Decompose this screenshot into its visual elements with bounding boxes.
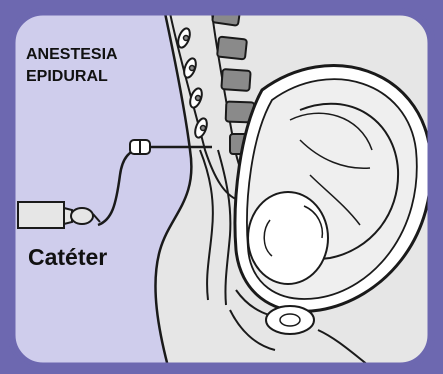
catheter-port [18, 202, 100, 228]
fetus-head [248, 192, 328, 284]
catheter-connector [130, 140, 150, 154]
diagram-title: ANESTESIA EPIDURAL [26, 44, 118, 88]
title-line-2: EPIDURAL [26, 66, 118, 88]
title-line-1: ANESTESIA [26, 44, 118, 66]
catheter-label: Catéter [28, 244, 107, 271]
